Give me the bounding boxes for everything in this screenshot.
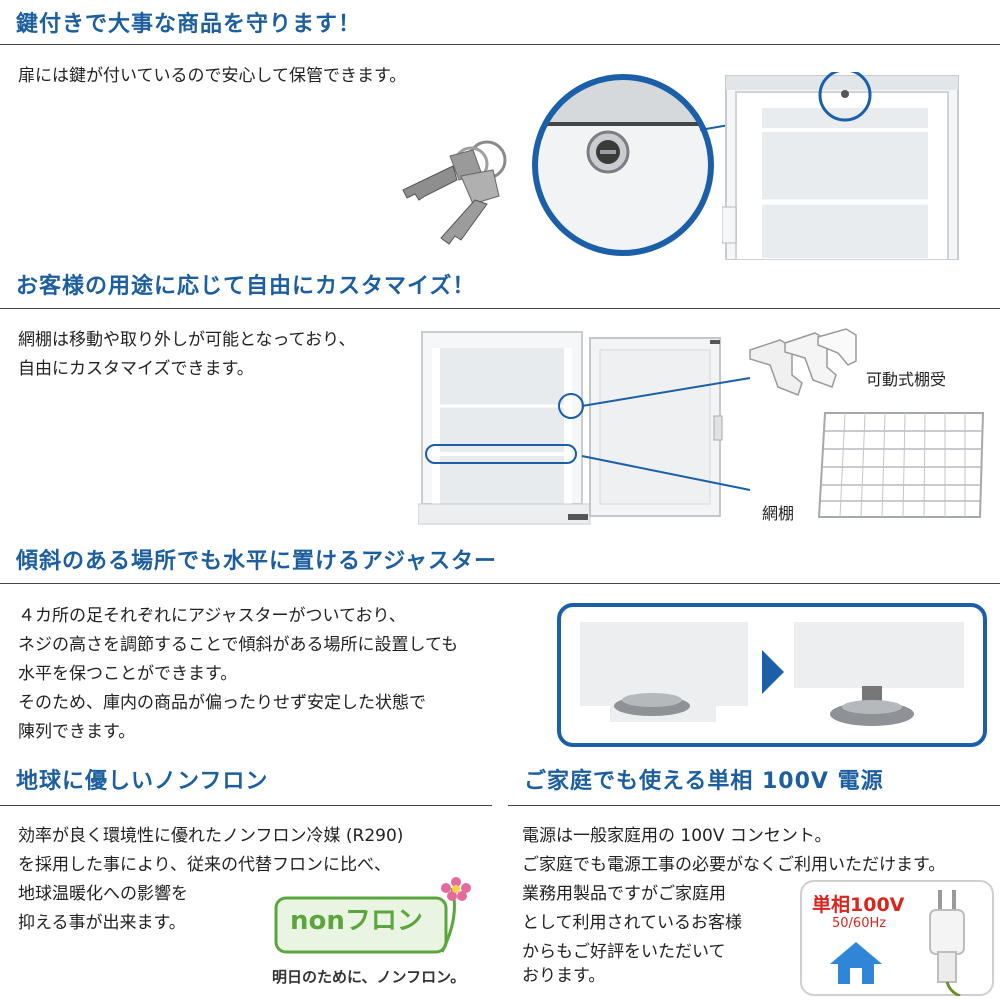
house-icon <box>830 942 882 984</box>
adjuster-comparison-image <box>557 603 987 747</box>
lock-heading: 鍵付きで大事な商品を守ります！ <box>16 12 362 37</box>
adjuster-body-line-2: ネジの高さを調節することで傾斜がある場所に設置しても <box>18 635 459 655</box>
adjuster-body-line-5: 陳列できます。 <box>18 722 136 742</box>
shelf-bracket-image <box>749 328 857 396</box>
power-body-line-5: からもご好評をいただいて <box>522 942 726 962</box>
nonfreon-logo-caption: 明日のために、ノンフロン。 <box>272 968 466 986</box>
power-badge-frequency: 50/60Hz <box>832 916 887 931</box>
power-badge-title: 単相100V <box>812 894 905 916</box>
nonfreon-body-line-2: を採用した事により、従来の代替フロンに比べ、 <box>18 855 391 875</box>
bracket-label: 可動式棚受 <box>866 370 947 389</box>
custom-body-line-2: 自由にカスタマイズできます。 <box>18 359 254 379</box>
nonfreon-body-line-3: 地球温暖化への影響を <box>18 884 188 904</box>
power-body-line-1: 電源は一般家庭用の 100V コンセント。 <box>522 826 832 846</box>
adjuster-body-line-3: 水平を保つことができます。 <box>18 664 238 684</box>
lock-body: 扉には鍵が付いているので安心して保管できます。 <box>18 66 407 86</box>
power-plug-icon <box>929 890 965 996</box>
divider <box>0 44 1000 45</box>
keys-image <box>402 140 507 245</box>
lock-zoom-image <box>532 74 714 256</box>
divider <box>0 805 492 806</box>
shelf-callout-lines <box>581 377 751 491</box>
nonfreon-logo-text: nonフロン <box>290 906 423 936</box>
adjuster-body-line-4: そのため、庫内の商品が偏ったりせず安定した状態で <box>18 693 426 713</box>
custom-body-line-1: 網棚は移動や取り外しが可能となっており、 <box>18 330 356 350</box>
divider <box>0 308 1000 309</box>
nonfreon-body-line-1: 効率が良く環境性に優れたノンフロン冷媒 (R290) <box>18 826 404 846</box>
divider <box>508 805 1000 806</box>
power-body-line-3: 業務用製品ですがご家庭用 <box>522 884 726 904</box>
divider <box>0 583 1000 584</box>
power-body-line-4: として利用されているお客様 <box>522 913 742 933</box>
power-heading: ご家庭でも使える単相 100V 電源 <box>524 769 884 794</box>
open-fridge-image <box>418 331 723 525</box>
wire-shelf-image <box>817 412 985 518</box>
shelf-label: 網棚 <box>762 504 795 523</box>
adjuster-body-line-1: ４カ所の足それぞれにアジャスターがついており、 <box>18 606 406 626</box>
custom-heading: お客様の用途に応じて自由にカスタマイズ！ <box>16 274 476 299</box>
power-body-line-2: ご家庭でも電源工事の必要がなくご利用いただけます。 <box>522 855 946 875</box>
nonfreon-body-line-4: 抑える事が出来ます。 <box>18 913 186 933</box>
power-body-line-6: おります。 <box>522 966 606 986</box>
nonfreon-heading: 地球に優しいノンフロン <box>16 769 269 794</box>
fridge-front-image <box>722 72 959 260</box>
adjuster-heading: 傾斜のある場所でも水平に置けるアジャスター <box>16 549 498 574</box>
nonfreon-logo <box>274 877 471 954</box>
